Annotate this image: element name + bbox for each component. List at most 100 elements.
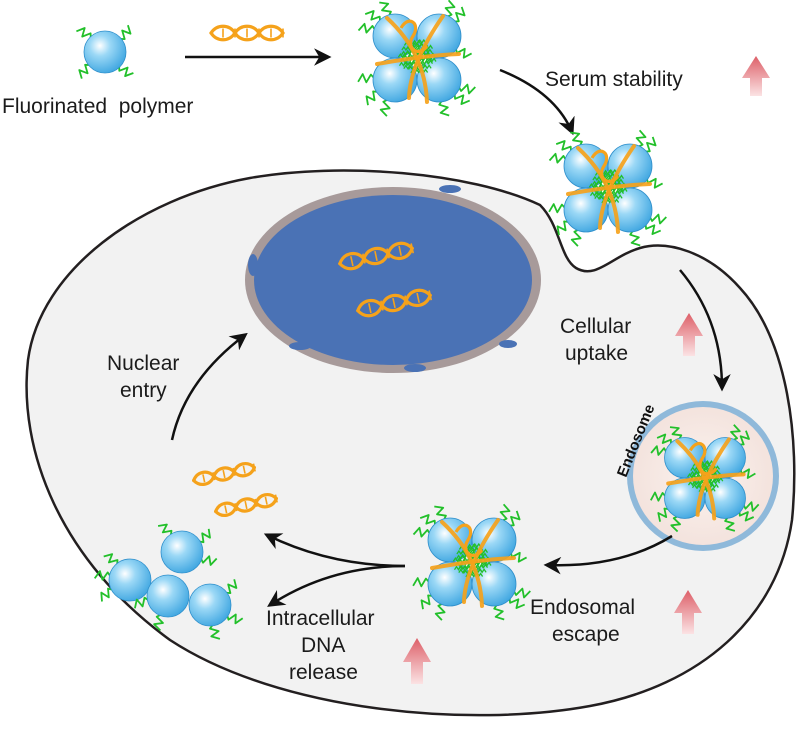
fluorine-chain [739, 468, 756, 479]
fluorine-chain [669, 426, 683, 441]
increase-arrows [403, 56, 770, 684]
fluorine-chain [118, 65, 134, 77]
fluorine-chain [629, 229, 641, 247]
label-endosomal-escape-1: Endosomal [530, 596, 635, 619]
fluorine-chain [742, 501, 760, 512]
fluorine-chain [357, 22, 377, 34]
dna-icon [192, 462, 256, 486]
fluorine-chain [548, 203, 567, 214]
fluorine-chain [730, 424, 741, 442]
dna-strand [399, 19, 429, 53]
up-arrow-icon [742, 56, 770, 96]
dna-icon [209, 24, 285, 42]
polymer-sphere [157, 523, 218, 574]
arrow-escape [543, 534, 673, 575]
fluorine-chain [453, 92, 471, 105]
polymer-sphere [76, 24, 134, 79]
up-arrow-icon [674, 590, 702, 634]
fluorine-chain [209, 623, 221, 640]
polymer-sphere [650, 426, 706, 479]
label-intracellular-2: DNA [301, 634, 345, 657]
fluorine-chain [670, 515, 681, 533]
dna-strand [375, 52, 461, 66]
molecular-graphics [76, 0, 760, 640]
fluorine-chain [434, 602, 446, 621]
fluorine-chain [738, 430, 750, 446]
polymer-sphere [412, 505, 473, 563]
label-serum-stability: Serum stability [545, 68, 683, 91]
label-endosomal-escape-2: escape [552, 623, 620, 646]
dna-strand [566, 182, 652, 196]
arrow-release-lower [267, 564, 406, 607]
fluorine-chain [570, 131, 583, 148]
dna-strand [666, 472, 746, 486]
fluorine-chain [434, 505, 447, 522]
fluorine-chain [570, 228, 582, 247]
fluorine-chain [134, 596, 150, 609]
fluorine-chain [738, 510, 755, 522]
released-polymers [93, 523, 244, 640]
dna-strand [407, 14, 445, 100]
fluorine-chain [103, 553, 119, 566]
fluorine-chain [724, 516, 736, 532]
fluorine-chain [419, 514, 436, 527]
polyplex-complex [357, 0, 476, 117]
fluorine-chain [226, 613, 244, 625]
fluorine-chain [119, 24, 132, 40]
fluorine-chain [512, 587, 531, 599]
polymer-sphere [93, 553, 152, 602]
fluorine-chain [657, 507, 670, 522]
fluorine-chain [438, 99, 450, 117]
polymer-sphere [548, 131, 609, 189]
fluorine-chain [379, 1, 392, 18]
fluorine-chain [76, 27, 92, 40]
arrow-uptake [679, 269, 731, 392]
up-arrow-icon [675, 313, 703, 356]
up-arrow-icon [403, 638, 431, 684]
fluorine-chain [457, 83, 476, 95]
fluorine-chain [644, 136, 657, 153]
fluorine-chain [224, 579, 238, 594]
fluorine-chain [493, 603, 505, 621]
arrow-to-cell [499, 68, 575, 136]
nuclear-pore [439, 185, 461, 193]
fluorine-chain [499, 503, 511, 522]
label-intracellular-1: Intracellular [266, 607, 375, 630]
fluorine-chain [157, 523, 173, 537]
dna-strand [462, 518, 500, 604]
fluorine-chain [556, 220, 570, 236]
polyplex-complex [412, 503, 531, 621]
nuclear-pore [289, 342, 311, 350]
nucleus [245, 185, 541, 373]
dna-strand [598, 144, 636, 230]
fluorine-chain [635, 129, 647, 148]
fluorine-chain [364, 10, 381, 23]
fluorine-chain [509, 551, 528, 563]
dna-strand [430, 556, 516, 570]
fluorine-chain [454, 47, 473, 59]
fluorine-chain [444, 0, 456, 18]
nuclear-pore [248, 254, 258, 276]
fluorine-chain [650, 445, 668, 456]
fluorine-chain [644, 222, 662, 236]
fluorine-chain [648, 213, 667, 225]
fluorine-chain [650, 491, 667, 502]
fluorine-chain [357, 73, 376, 84]
polymer-sphere [412, 561, 473, 621]
polymer-sphere [357, 1, 418, 59]
fluorine-chain [199, 555, 218, 566]
nuclear-pore [499, 340, 517, 348]
fluorine-chain [93, 570, 112, 581]
fluorine-chain [365, 90, 379, 106]
fluorine-chain [197, 528, 211, 544]
fluorine-chain [453, 6, 466, 23]
arrow-nuclear-entry [170, 332, 248, 441]
fluorine-chain [100, 587, 114, 602]
polymer-sphere [134, 574, 190, 632]
label-intracellular-3: release [289, 661, 358, 684]
fluorine-chain [412, 526, 432, 538]
dna-strand [590, 149, 620, 183]
dna-strand [695, 437, 731, 517]
nuclear-pore [404, 364, 426, 372]
